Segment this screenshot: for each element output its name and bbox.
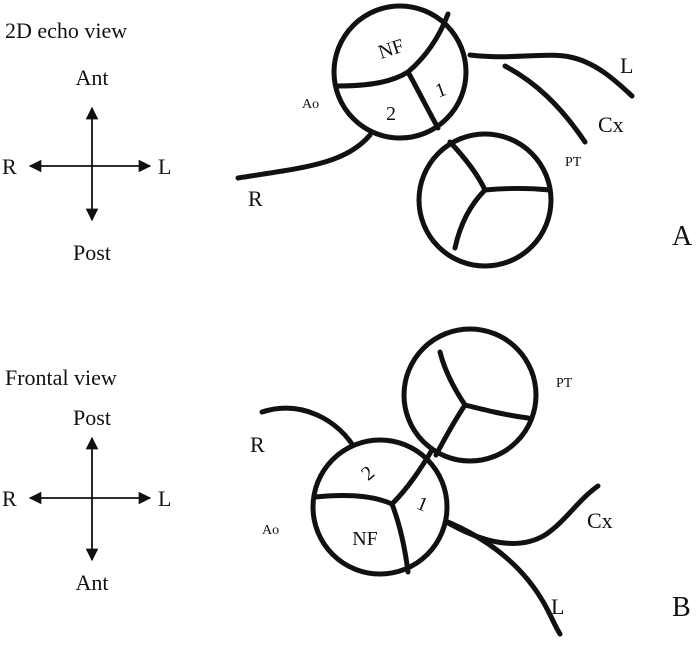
panel-b-pulmonary-commissure-1 bbox=[437, 349, 468, 408]
panel-b-compass-right-label: L bbox=[158, 486, 171, 511]
panel-b-pulmonary-commissure-2 bbox=[462, 402, 531, 421]
panel-a-circumflex-label: Cx bbox=[598, 112, 624, 137]
panel-b-cusp-nf-label: NF bbox=[352, 528, 378, 550]
panel-b-pulmonary-label: PT bbox=[556, 376, 573, 391]
panel-b-right-coronary-label: R bbox=[250, 432, 265, 457]
panel-a-right-coronary-label: R bbox=[248, 186, 263, 211]
panel-b-circumflex-label: Cx bbox=[587, 508, 613, 533]
panel-a-left-main-coronary-artery bbox=[467, 52, 635, 99]
panel-a: 2D echo view Ant Post R L NF 1 2 Ao PT R bbox=[2, 3, 693, 269]
panel-b-compass-left-label: R bbox=[2, 486, 17, 511]
panel-a-view-title: 2D echo view bbox=[5, 18, 127, 43]
panel-b-aorta-label: Ao bbox=[262, 523, 279, 538]
panel-b-valve-commissure-2-1 bbox=[389, 447, 435, 507]
panel-b-left-main-coronary-artery bbox=[440, 517, 563, 637]
panel-a-left-coronary-label: L bbox=[620, 53, 633, 78]
panel-a-aorta-label: Ao bbox=[302, 97, 319, 112]
panel-a-compass-left-label: R bbox=[2, 154, 17, 179]
panel-b-pulmonary-commissure-3 bbox=[433, 402, 468, 458]
panel-b-right-coronary-artery bbox=[259, 405, 360, 455]
panel-a-pulmonary-commissure-2 bbox=[482, 186, 553, 193]
panel-a-right-coronary-artery bbox=[235, 132, 373, 181]
panel-a-valve-commissure-nf-1 bbox=[405, 11, 451, 75]
panel-b-valve-commissure-2-nf bbox=[312, 492, 395, 507]
panel-a-pulmonary-label: PT bbox=[565, 155, 582, 170]
panel-a-aortic-valve bbox=[331, 3, 469, 141]
panel-a-valve-commissure-nf-2 bbox=[333, 69, 411, 89]
panel-b-orientation-compass: Post Ant R L bbox=[2, 405, 171, 595]
panel-b-compass-bottom-label: Ant bbox=[76, 570, 109, 595]
panel-a-compass-top-label: Ant bbox=[76, 65, 109, 90]
panel-a-pulmonary-commissure-1 bbox=[447, 139, 488, 193]
panel-a-cusp-2-label: 2 bbox=[386, 103, 396, 125]
panel-b-letter: B bbox=[672, 592, 691, 623]
panel-b-circumflex-artery bbox=[440, 483, 601, 546]
panel-a-valve-commissure-1-2 bbox=[405, 69, 441, 131]
panel-b-pulmonary-valve bbox=[401, 326, 539, 464]
panel-b: Frontal view Post Ant R L 2 1 NF Ao PT R bbox=[2, 326, 691, 637]
panel-a-pulmonary-commissure-3 bbox=[452, 187, 488, 251]
panel-b-compass-top-label: Post bbox=[73, 405, 111, 430]
panel-a-circumflex-artery bbox=[502, 63, 588, 145]
panel-b-view-title: Frontal view bbox=[5, 365, 117, 390]
panel-a-letter: A bbox=[672, 221, 693, 252]
panel-a-pulmonary-valve bbox=[416, 131, 554, 269]
panel-b-left-coronary-label: L bbox=[551, 594, 564, 619]
panel-a-compass-bottom-label: Post bbox=[73, 240, 111, 265]
panel-a-orientation-compass: Ant Post R L bbox=[2, 65, 171, 265]
panel-b-aortic-valve bbox=[310, 437, 450, 577]
panel-a-compass-right-label: L bbox=[158, 154, 171, 179]
panel-b-valve-commissure-nf-1 bbox=[389, 501, 411, 575]
